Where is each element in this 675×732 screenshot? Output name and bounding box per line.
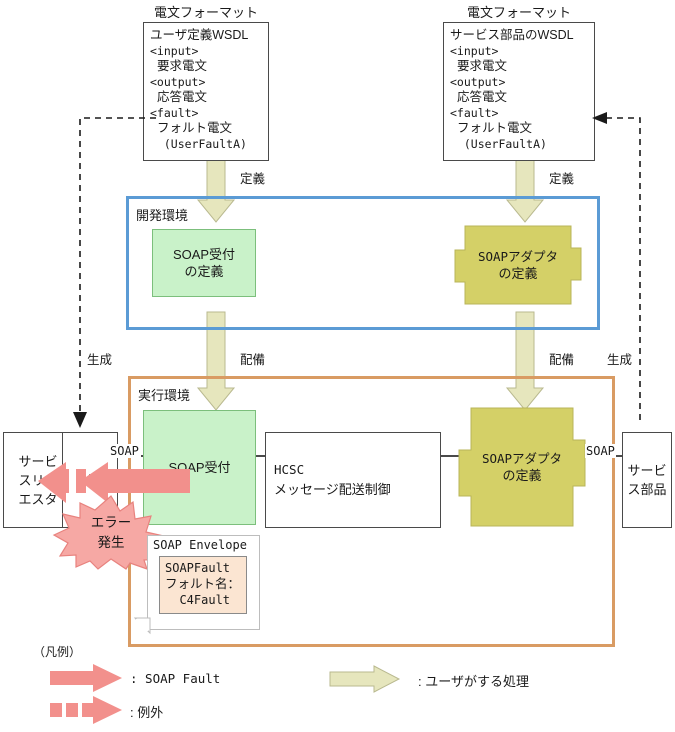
- runtime-soap-adapter-line2: の定義: [502, 468, 542, 483]
- service-component-line2: ス部品: [627, 482, 667, 497]
- legend-user-process-icon: [329, 665, 401, 693]
- telegram-left-line-5: <fault>: [150, 105, 199, 120]
- user-arrow-deploy-right: [505, 311, 545, 411]
- label-deploy-left: 配備: [240, 353, 266, 367]
- label-generate-left: 生成: [87, 353, 113, 367]
- soap-label-right: SOAP: [585, 444, 616, 458]
- telegram-left-line-6: フォルト電文: [150, 121, 232, 135]
- telegram-left-line-7: (UserFaultA): [150, 136, 247, 151]
- dev-soap-adapter-line2: の定義: [498, 266, 538, 281]
- hcsc-box: HCSC メッセージ配送制御: [265, 432, 441, 528]
- envelope-fold-mask: [136, 619, 148, 631]
- service-component-line1: サービ: [627, 463, 667, 478]
- telegram-right-box: サービス部品のWSDL <input> 要求電文 <output> 応答電文 <…: [443, 22, 595, 161]
- error-burst-line2: 発生: [98, 535, 125, 550]
- soap-label-left: SOAP: [108, 444, 141, 458]
- telegram-left-line-1: <input>: [150, 43, 199, 58]
- soap-fault-line2: フォルト名：: [165, 577, 241, 591]
- user-arrow-define-left: [196, 159, 236, 223]
- notched-shape: [454, 225, 582, 305]
- soap-fault-arrow: [80, 462, 190, 503]
- telegram-right-line-1: <input>: [450, 43, 499, 58]
- error-burst: エラー 発生: [52, 495, 166, 570]
- legend-soap-fault-icon: [50, 664, 122, 692]
- generate-arrow-right: [592, 112, 641, 424]
- telegram-right-line-5: <fault>: [450, 105, 499, 120]
- label-define-left: 定義: [240, 172, 266, 186]
- error-burst-line1: エラー: [91, 515, 132, 530]
- legend-heading: （凡例）: [33, 645, 82, 659]
- telegram-right-title: 電文フォーマット: [466, 5, 571, 20]
- telegram-left-line-4: 応答電文: [150, 90, 207, 104]
- runtime-environment-label: 実行環境: [136, 385, 193, 404]
- runtime-soap-adapter-line1: SOAPアダプタ: [481, 451, 563, 466]
- dev-environment-label: 開発環境: [134, 205, 191, 224]
- notched-shape: [458, 407, 586, 527]
- dev-soap-reception-line1: SOAP受付: [172, 247, 236, 262]
- hcsc-line2: メッセージ配送制御: [274, 482, 391, 497]
- connector-hcsc-to-adapter: [440, 455, 470, 457]
- telegram-right-line-7: (UserFaultA): [450, 136, 547, 151]
- telegram-left-body: ユーザ定義WSDL <input> 要求電文 <output> 応答電文 <fa…: [144, 23, 268, 156]
- user-arrow-deploy-left: [196, 311, 236, 411]
- telegram-right-line-6: フォルト電文: [450, 121, 532, 135]
- telegram-left-line-3: <output>: [150, 74, 206, 89]
- service-requester-line1: サービ: [18, 453, 58, 469]
- telegram-right-line-0: サービス部品のWSDL: [450, 28, 574, 42]
- service-requester-line3: エスタ: [18, 491, 58, 507]
- label-generate-right: 生成: [607, 353, 633, 367]
- service-component-box: サービス部品: [622, 432, 672, 528]
- legend-soap-fault-label: : SOAP Fault: [130, 671, 221, 686]
- legend-exception-icon: [50, 696, 122, 724]
- label-deploy-right: 配備: [549, 353, 575, 367]
- soap-fault-line1: SOAPFault: [165, 561, 231, 575]
- telegram-right-line-4: 応答電文: [450, 90, 507, 104]
- telegram-right-line-2: 要求電文: [450, 59, 507, 73]
- soap-fault-line3: C4Fault: [165, 593, 231, 607]
- hcsc-line1: HCSC: [274, 462, 305, 477]
- generate-arrow-left: [73, 117, 156, 428]
- dev-soap-adapter-definition: SOAPアダプタの定義: [454, 225, 582, 305]
- soap-fault-detail: SOAPFault フォルト名： C4Fault: [159, 556, 247, 614]
- legend-user-process-label: : ユーザがする処理: [418, 674, 529, 689]
- telegram-left-line-0: ユーザ定義WSDL: [150, 28, 249, 42]
- telegram-left-box: ユーザ定義WSDL <input> 要求電文 <output> 応答電文 <fa…: [143, 22, 269, 161]
- telegram-left-line-2: 要求電文: [150, 59, 207, 73]
- runtime-soap-adapter: SOAPアダプタの定義: [458, 407, 586, 527]
- telegram-right-line-3: <output>: [450, 74, 506, 89]
- dev-soap-reception-line2: の定義: [184, 264, 224, 279]
- label-define-right: 定義: [549, 172, 575, 186]
- telegram-right-body: サービス部品のWSDL <input> 要求電文 <output> 応答電文 <…: [444, 23, 594, 156]
- dev-environment-frame: [126, 196, 600, 330]
- dev-soap-reception-definition: SOAP受付の定義: [152, 229, 256, 297]
- soap-envelope-title: SOAP Envelope: [153, 538, 247, 552]
- legend-exception-label: : 例外: [130, 705, 164, 720]
- dev-soap-adapter-line1: SOAPアダプタ: [477, 249, 559, 264]
- telegram-left-title: 電文フォーマット: [153, 5, 258, 20]
- exception-arrow-dash-gap: [69, 469, 76, 493]
- user-arrow-define-right: [505, 159, 545, 223]
